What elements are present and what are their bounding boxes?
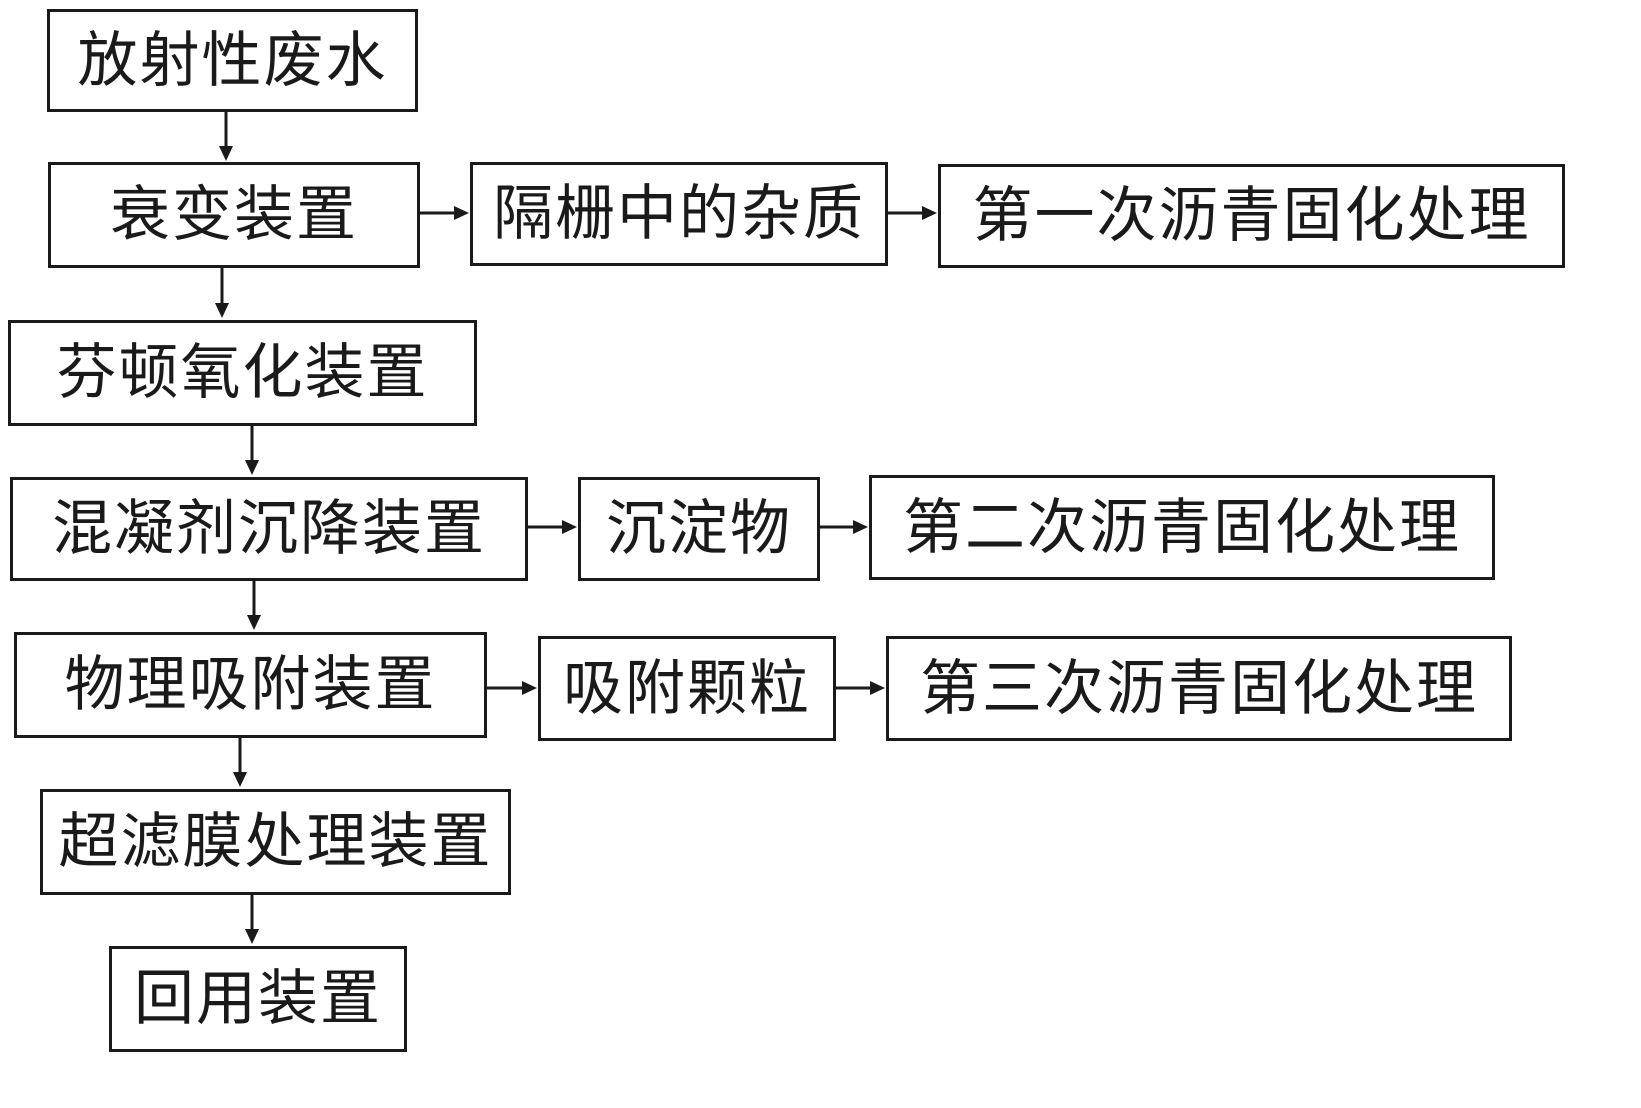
arrow-impurities-to-first-solidification <box>888 206 937 220</box>
node-radioactive-wastewater: 放射性废水 <box>47 9 418 112</box>
arrow-adsorption-to-particles <box>487 681 537 695</box>
node-label: 超滤膜处理装置 <box>58 807 493 877</box>
arrow-precipitate-to-second-solidification <box>820 520 868 534</box>
node-precipitate: 沉淀物 <box>578 477 820 581</box>
node-label: 放射性废水 <box>77 25 388 96</box>
node-adsorption-particles: 吸附颗粒 <box>538 636 836 741</box>
arrow-wastewater-to-decay <box>219 112 233 161</box>
node-first-asphalt-solidification: 第一次沥青固化处理 <box>938 164 1565 268</box>
node-physical-adsorption-device: 物理吸附装置 <box>14 632 487 738</box>
node-ultrafiltration-membrane-device: 超滤膜处理装置 <box>40 789 511 895</box>
node-reuse-device: 回用装置 <box>109 946 407 1052</box>
node-decay-device: 衰变装置 <box>48 162 420 268</box>
node-label: 第三次沥青固化处理 <box>920 653 1478 724</box>
node-third-asphalt-solidification: 第三次沥青固化处理 <box>886 636 1512 741</box>
arrow-fenton-to-coagulant <box>245 426 259 475</box>
node-second-asphalt-solidification: 第二次沥青固化处理 <box>869 475 1495 580</box>
arrow-coagulant-to-precipitate <box>528 520 577 534</box>
node-coagulant-sedimentation-device: 混凝剂沉降装置 <box>10 477 528 581</box>
node-label: 吸附颗粒 <box>563 653 811 724</box>
node-label: 沉淀物 <box>606 494 792 564</box>
node-label: 芬顿氧化装置 <box>56 338 429 408</box>
node-label: 隔栅中的杂质 <box>493 179 865 249</box>
node-label: 回用装置 <box>134 964 382 1034</box>
arrow-adsorption-to-ultrafiltration <box>233 738 247 787</box>
arrow-decay-to-fenton <box>215 268 229 318</box>
node-label: 混凝剂沉降装置 <box>52 494 486 564</box>
node-label: 衰变装置 <box>110 180 358 250</box>
arrow-coagulant-to-adsorption <box>247 581 261 630</box>
node-label: 第二次沥青固化处理 <box>903 492 1461 563</box>
node-label: 第一次沥青固化处理 <box>972 181 1531 251</box>
arrow-particles-to-third-solidification <box>836 681 885 695</box>
node-fenton-oxidation-device: 芬顿氧化装置 <box>8 320 477 426</box>
node-label: 物理吸附装置 <box>64 650 437 720</box>
arrow-decay-to-impurities <box>420 206 469 220</box>
arrow-ultrafiltration-to-reuse <box>245 895 259 944</box>
node-screen-impurities: 隔栅中的杂质 <box>470 162 888 266</box>
